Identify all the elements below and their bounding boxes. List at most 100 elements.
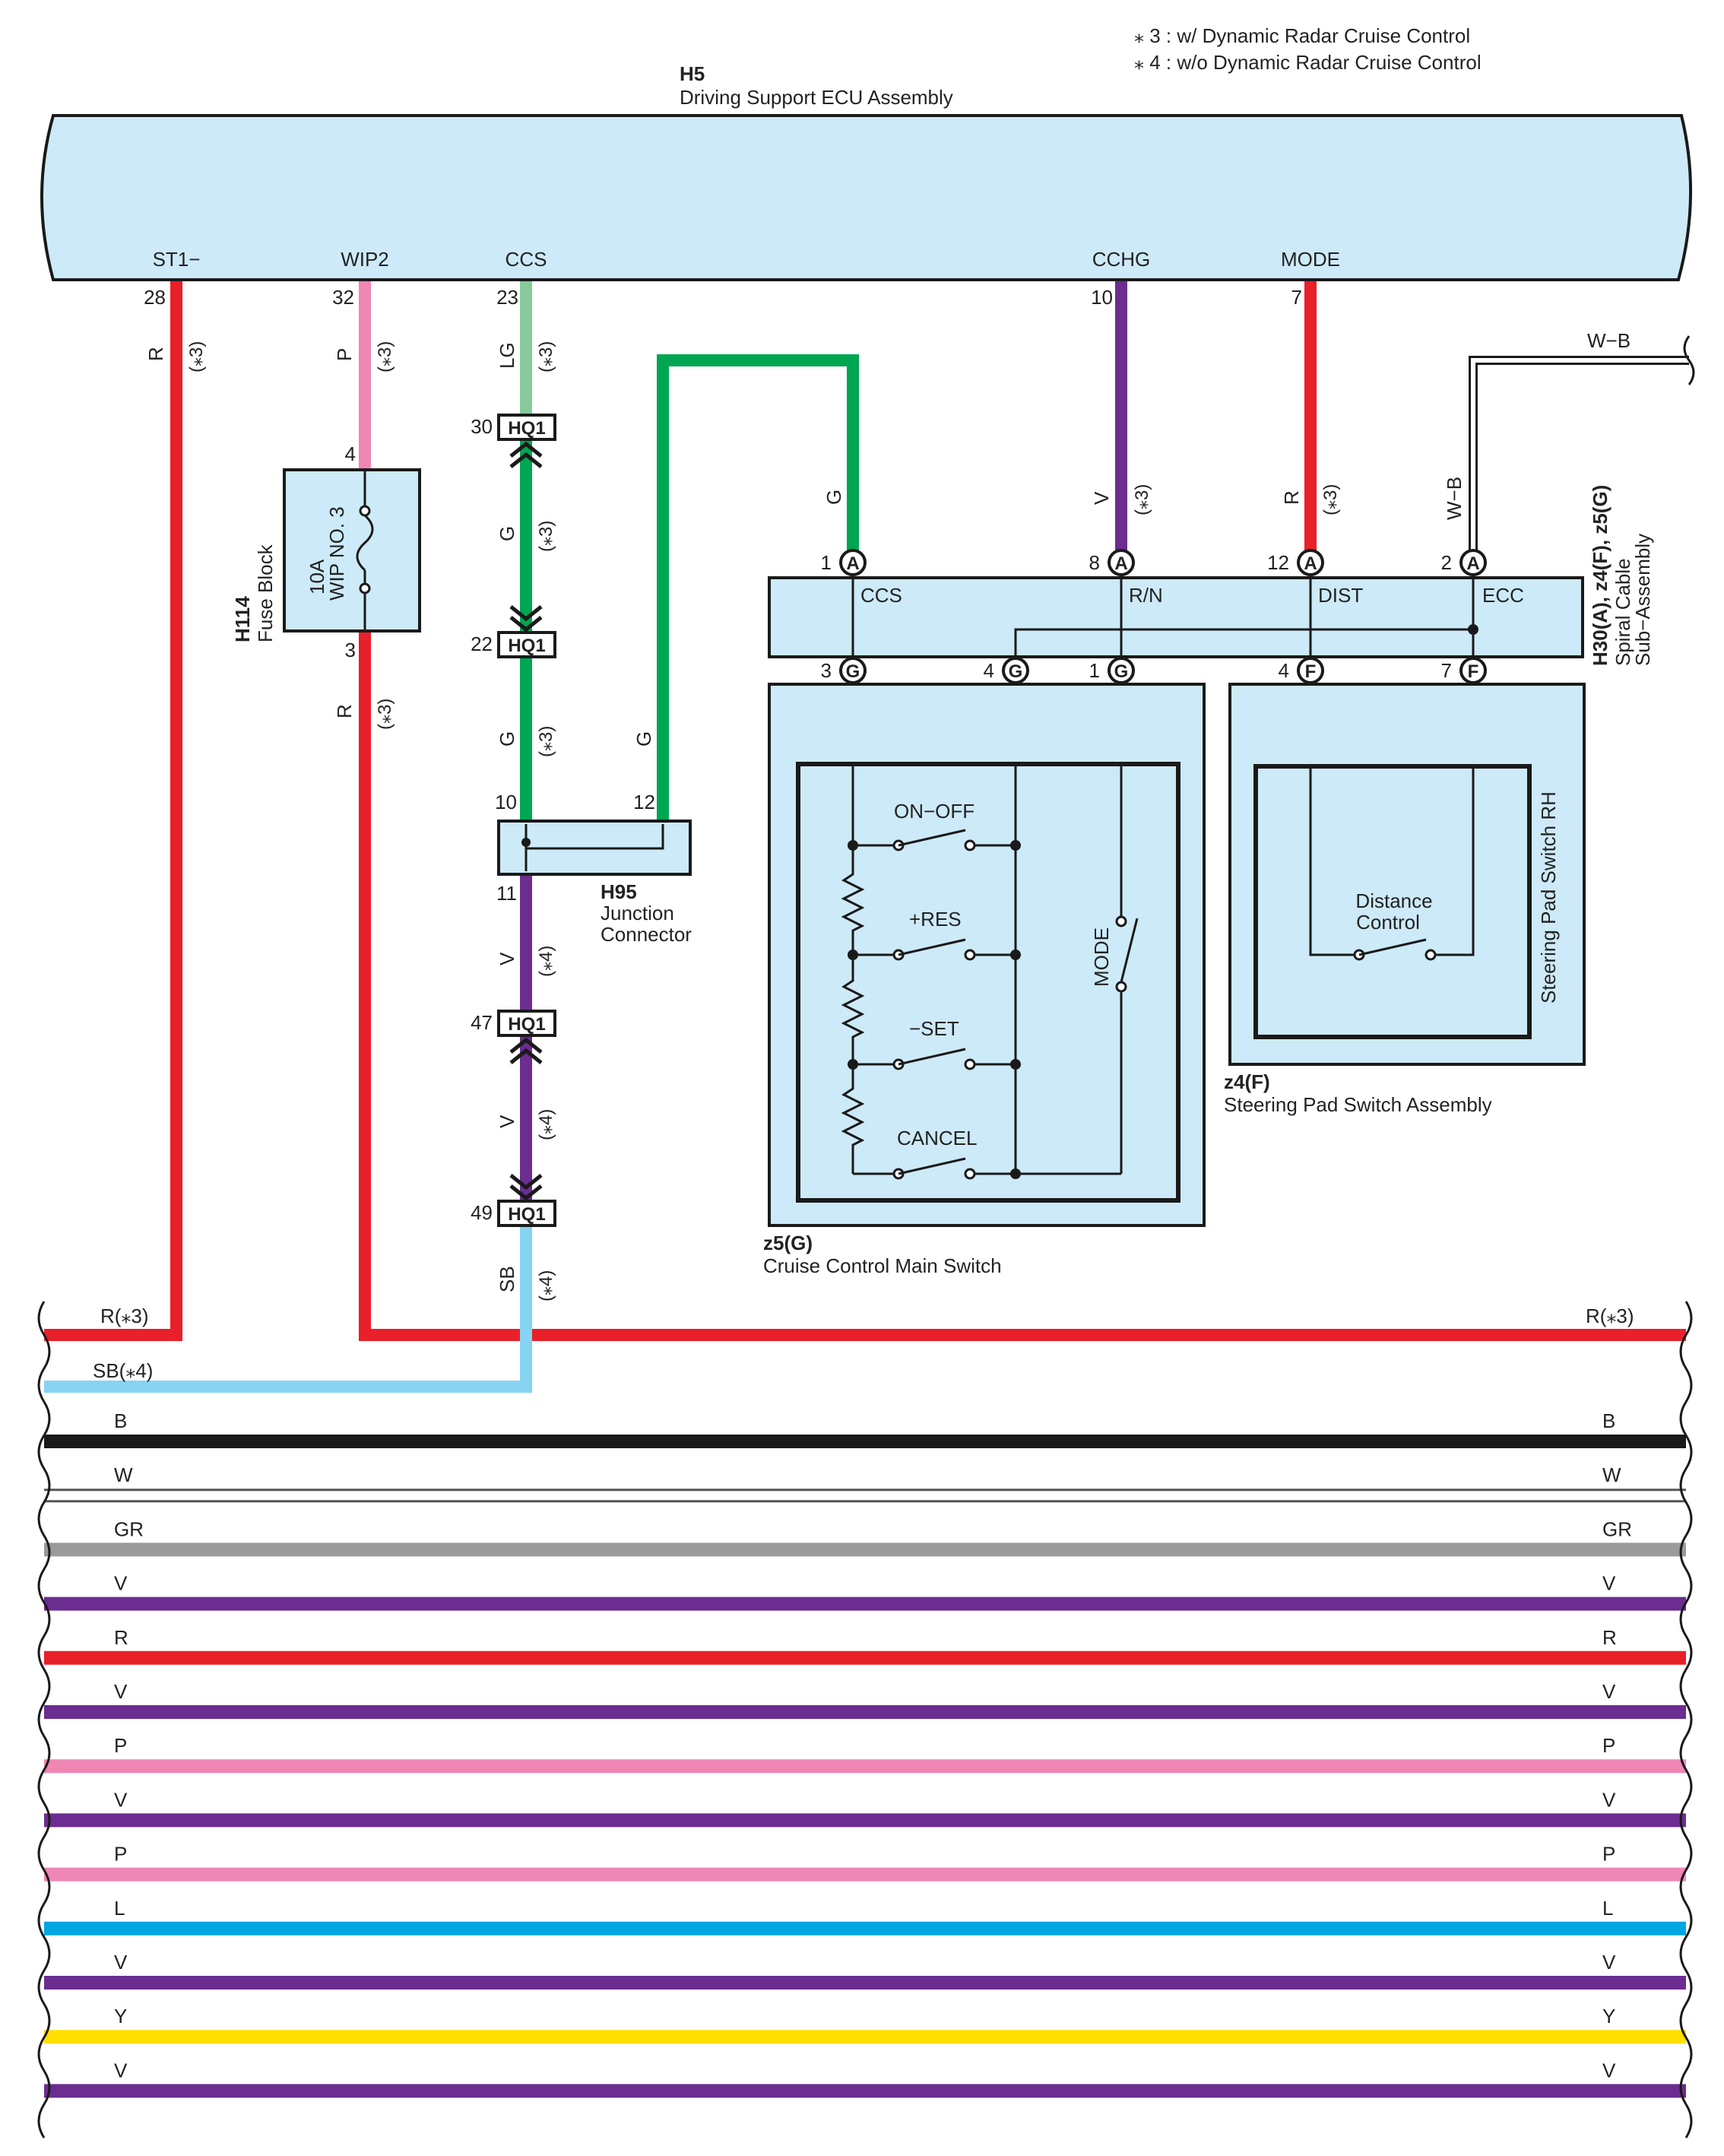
ecu-body bbox=[40, 114, 1693, 281]
note-3: ⁎ 3 : w/ Dynamic Radar Cruise Control bbox=[1134, 24, 1470, 47]
wire-wb-ground bbox=[1469, 356, 1689, 551]
svg-text:(⁎3): (⁎3) bbox=[375, 341, 395, 373]
pad-switch-name: Steering Pad Switch Assembly bbox=[1224, 1093, 1492, 1116]
ecu-pin-mode: MODE bbox=[1281, 248, 1340, 271]
spiral-top-pins: 1 A 8 A 12 A 2 A bbox=[821, 549, 1487, 576]
wire-junction-green bbox=[657, 354, 859, 821]
ecu-pin-num-10: 10 bbox=[1091, 286, 1113, 309]
switch-res: +RES bbox=[848, 908, 1021, 961]
svg-text:12: 12 bbox=[633, 791, 655, 813]
fuse-block-name: Fuse Block bbox=[254, 544, 277, 642]
svg-text:G: G bbox=[822, 490, 845, 505]
svg-text:10: 10 bbox=[495, 791, 517, 813]
svg-text:G: G bbox=[1114, 661, 1129, 682]
svg-text:(⁎4): (⁎4) bbox=[536, 1270, 556, 1302]
svg-text:G: G bbox=[496, 526, 518, 541]
fuse-rating: 10A bbox=[306, 559, 328, 594]
svg-text:7: 7 bbox=[1441, 659, 1452, 682]
note-4: ⁎ 4 : w/o Dynamic Radar Cruise Control bbox=[1134, 51, 1482, 74]
svg-text:22: 22 bbox=[471, 633, 493, 655]
bus-line-10-label-right: L bbox=[1602, 1897, 1613, 1920]
fuse-block: 4 3 10A WIP NO. 3 H114 Fuse Block bbox=[231, 442, 421, 661]
distance-control-label-2: Control bbox=[1356, 911, 1420, 934]
svg-text:12: 12 bbox=[1267, 551, 1289, 574]
svg-text:1: 1 bbox=[821, 551, 832, 574]
wire-st1-red bbox=[44, 281, 182, 1341]
svg-text:(⁎3): (⁎3) bbox=[1320, 484, 1341, 515]
svg-text:11: 11 bbox=[496, 882, 517, 905]
ecu-pin-ccs: CCS bbox=[505, 248, 547, 271]
switch-mode: MODE bbox=[1090, 764, 1139, 1174]
svg-text:Sub−Assembly: Sub−Assembly bbox=[1631, 534, 1654, 666]
ecu-pin-num-32: 32 bbox=[332, 286, 354, 309]
svg-text:V: V bbox=[496, 1114, 518, 1128]
bus-line-1-label-right: B bbox=[1602, 1409, 1615, 1432]
ecu-pin-wip2: WIP2 bbox=[341, 248, 389, 271]
spiral-cable: CCS R/N DIST ECC H30(A), z4(F), z5(G) Sp… bbox=[768, 485, 1654, 669]
bus-line-1-label-left: B bbox=[114, 1409, 127, 1432]
cruise-main-switch: ON−OFF +RES −SET bbox=[763, 683, 1206, 1277]
fuse-name: WIP NO. 3 bbox=[325, 506, 348, 601]
svg-text:Junction: Junction bbox=[601, 902, 674, 924]
ecu-pin-num-28: 28 bbox=[144, 286, 166, 309]
left-break-edge bbox=[37, 1301, 51, 2139]
svg-text:8: 8 bbox=[1089, 551, 1100, 574]
svg-text:(⁎3): (⁎3) bbox=[536, 726, 556, 757]
svg-text:F: F bbox=[1468, 661, 1479, 682]
pad-switch-inner: Steering Pad Switch RH bbox=[1537, 791, 1560, 1003]
wire-sb bbox=[44, 1225, 532, 1393]
svg-text:A: A bbox=[1304, 553, 1317, 574]
svg-text:3: 3 bbox=[821, 659, 832, 682]
svg-text:30: 30 bbox=[471, 415, 493, 438]
spiral-codes: H30(A), z4(F), z5(G) bbox=[1589, 485, 1611, 666]
svg-text:V: V bbox=[1090, 491, 1113, 505]
bus-r-left-label: R(⁎3) bbox=[100, 1305, 149, 1327]
junction-code: H95 bbox=[601, 880, 637, 903]
svg-text:49: 49 bbox=[471, 1201, 493, 1224]
bus-line-12-label-left: Y bbox=[114, 2005, 127, 2028]
svg-text:SB: SB bbox=[496, 1266, 518, 1292]
switch-on-off: ON−OFF bbox=[848, 800, 1021, 851]
fuse-symbol bbox=[356, 514, 374, 572]
bus-line-8-label-right: V bbox=[1602, 1788, 1616, 1811]
svg-text:CCS: CCS bbox=[860, 584, 902, 607]
svg-text:(⁎4): (⁎4) bbox=[536, 946, 556, 977]
svg-text:G: G bbox=[496, 731, 518, 747]
bus-line-6-label-left: V bbox=[114, 1680, 128, 1703]
ecu-pin-st1: ST1− bbox=[153, 248, 201, 271]
steering-pad-switch: Distance Control Steering Pad Switch RH … bbox=[1224, 683, 1586, 1116]
bus-line-3-label-left: GR bbox=[114, 1517, 144, 1540]
svg-text:R: R bbox=[144, 347, 167, 361]
bus-line-8-label-left: V bbox=[114, 1788, 128, 1811]
svg-text:1: 1 bbox=[1089, 659, 1100, 682]
svg-text:G: G bbox=[846, 661, 860, 682]
svg-text:4: 4 bbox=[984, 659, 994, 682]
svg-text:R: R bbox=[1280, 490, 1303, 505]
bus-line-3-label-right: GR bbox=[1602, 1517, 1632, 1540]
bus-line-4-label-left: V bbox=[114, 1572, 128, 1595]
ecu-pin-num-23: 23 bbox=[496, 286, 518, 309]
bus-line-7-label-left: P bbox=[114, 1734, 127, 1757]
svg-text:LG: LG bbox=[496, 342, 518, 369]
ground-label: W−B bbox=[1587, 329, 1631, 352]
bus-line-6-label-right: V bbox=[1602, 1680, 1616, 1703]
ecu-pin-cchg: CCHG bbox=[1092, 248, 1151, 271]
svg-text:47: 47 bbox=[471, 1011, 493, 1034]
bus-line-9-label-left: P bbox=[114, 1843, 127, 1866]
svg-text:A: A bbox=[846, 553, 859, 574]
fuse-block-code: H114 bbox=[231, 596, 254, 642]
svg-text:+RES: +RES bbox=[909, 908, 962, 931]
hq1-connector-49: 49 HQ1 bbox=[471, 1174, 556, 1227]
pad-switch-code: z4(F) bbox=[1224, 1070, 1270, 1093]
bus-line-13-label-right: V bbox=[1602, 2059, 1616, 2081]
svg-text:Spiral Cable: Spiral Cable bbox=[1611, 558, 1634, 666]
svg-text:HQ1: HQ1 bbox=[508, 1014, 545, 1035]
svg-text:MODE: MODE bbox=[1090, 927, 1113, 987]
svg-text:(⁎4): (⁎4) bbox=[536, 1109, 556, 1140]
svg-text:A: A bbox=[1114, 553, 1127, 574]
svg-text:CANCEL: CANCEL bbox=[897, 1127, 977, 1149]
bus-line-2-label-left: W bbox=[114, 1463, 133, 1486]
svg-text:G: G bbox=[1009, 661, 1023, 682]
bus-line-10-label-left: L bbox=[114, 1897, 125, 1920]
